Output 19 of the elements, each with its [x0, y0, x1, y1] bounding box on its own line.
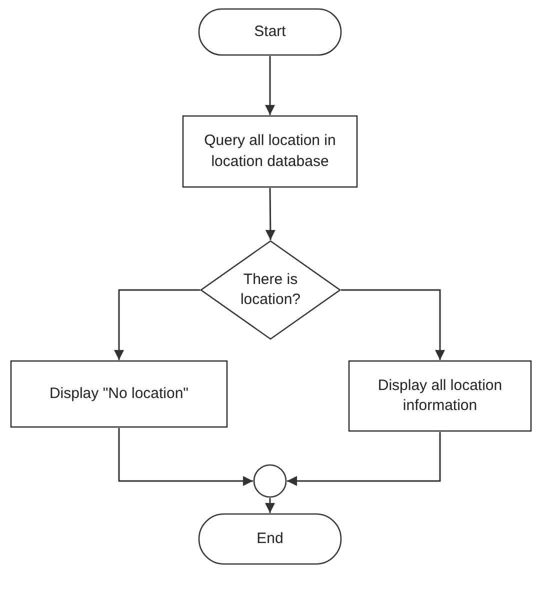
arrow — [118, 428, 253, 486]
node-label: Query all location in location database — [203, 131, 337, 172]
process-box — [182, 115, 358, 188]
arrow — [265, 498, 275, 513]
process-box — [348, 360, 532, 432]
decision-diamond — [200, 240, 341, 340]
arrow — [265, 188, 276, 240]
process-box — [10, 360, 228, 428]
node-label: Start — [254, 22, 286, 42]
node-label: Display "No location" — [49, 384, 189, 404]
arrow — [341, 289, 445, 360]
arrow — [287, 432, 441, 486]
arrow — [114, 289, 200, 360]
connector-circle — [253, 464, 287, 498]
node-label: End — [256, 528, 284, 549]
node-label: There is location? — [239, 270, 302, 310]
terminal-shape — [198, 8, 342, 56]
arrow — [265, 56, 275, 115]
node-label: Display all location information — [376, 376, 504, 416]
